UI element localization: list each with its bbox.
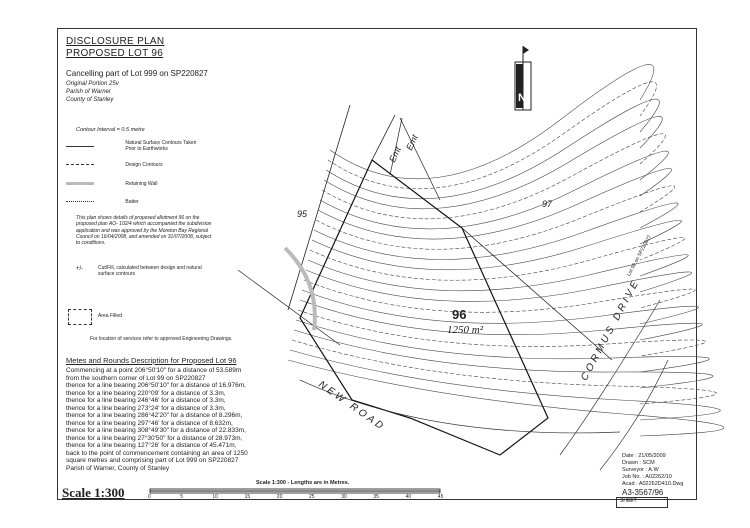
legend-retaining-wall: Retaining Wall <box>66 181 157 187</box>
acad-label: Acad : A02262D410.Dwg <box>622 481 684 487</box>
scale-tick-label: 45 <box>437 494 444 500</box>
legend-batter: Batter <box>66 199 139 205</box>
contour-line <box>293 329 714 389</box>
metes-line: thence for a line bearing 27°30'50" for … <box>66 434 243 442</box>
scale-tick-label: 30 <box>341 494 347 500</box>
retaining-wall <box>283 246 317 331</box>
contour-line <box>307 254 689 292</box>
metes-line: thence for a line bearing 273°24' for a … <box>66 404 226 412</box>
scale-tick-label: 0 <box>148 494 151 500</box>
contour-line <box>305 269 692 302</box>
contour-line <box>321 133 666 220</box>
north-arrow-icon <box>514 46 532 111</box>
metes-line: thence for a line bearing 246°46' for a … <box>66 397 226 404</box>
metes-line: thence for a line bearing 286°42'20" for… <box>66 412 243 419</box>
approval-note: This plan shows details of proposed allo… <box>76 215 212 246</box>
portion-line: Original Portion 25v <box>66 81 119 87</box>
cut-fill-sample: +/- <box>76 266 84 272</box>
surveyor-label: Surveyor : A.W <box>622 467 659 473</box>
contour-line <box>327 81 657 190</box>
lot-number-label: 96 <box>452 307 467 322</box>
area-filled-label: Area Filled <box>98 313 122 319</box>
plan-title: DISCLOSURE PLAN <box>66 36 165 47</box>
metes-line: from the southern corner of Lot 99 on SP… <box>66 374 206 382</box>
metes-line: thence for a line bearing 206°50'10" for… <box>66 382 246 389</box>
lot-area-label: 1250 m² <box>447 324 483 336</box>
metes-line: thence for a line bearing 308°49'30" for… <box>66 427 246 434</box>
metes-line: Parish of Warner, County of Stanley <box>66 464 170 472</box>
plan-subtitle: PROPOSED LOT 96 <box>66 48 164 59</box>
scale-bar-title: Scale 1:300 - Lengths are in Metres. <box>256 480 350 486</box>
metes-line: thence for a line bearing 127°26' for a … <box>66 442 237 449</box>
parish-line: Parish of Warner <box>66 89 111 95</box>
scale-label: Scale 1:300 <box>62 485 125 500</box>
scale-tick-label: 20 <box>276 494 283 500</box>
contour-line <box>309 237 686 281</box>
job-label: Job No. : A02262/10 <box>622 474 672 480</box>
metes-line: back to the point of commencement contai… <box>66 449 248 457</box>
metes-line: square metres and comprising part of Lot… <box>66 457 239 464</box>
metes-line: thence for a line bearing 297°46' for a … <box>66 419 233 427</box>
contour-line <box>303 279 696 313</box>
contour-line <box>287 359 725 437</box>
contour-line <box>297 309 707 357</box>
scale-tick-label: 10 <box>212 494 218 500</box>
area-filled-swatch <box>68 309 92 325</box>
north-label: N <box>518 92 526 104</box>
lot-95-label: 95 <box>297 209 308 219</box>
easement-line <box>287 104 351 311</box>
contour-line <box>301 289 699 325</box>
contour-line <box>295 319 710 373</box>
drawn-label: Drawn : SCM <box>622 460 655 466</box>
scale-tick-label: 40 <box>405 494 412 500</box>
scale-bar-graphic <box>149 488 441 494</box>
metes-line: thence for a line bearing 220°09' for a … <box>66 389 226 397</box>
legend-design-contours: Design Contours <box>66 162 163 168</box>
contour-line <box>317 168 672 240</box>
lot-96-boundary <box>299 159 549 456</box>
cut-fill-note: Cut/Fill, calculated between design and … <box>98 265 202 278</box>
scale-tick-label: 15 <box>244 494 251 500</box>
contour-line <box>313 202 679 260</box>
contour-line <box>325 98 660 200</box>
contour-line <box>315 185 676 250</box>
contour-interval: Contour Interval = 0.5 metre <box>76 127 145 133</box>
sheet-label: SHEET <box>620 498 637 504</box>
contour-line <box>323 116 663 209</box>
contour-line <box>329 64 655 180</box>
scale-tick-label: 25 <box>309 494 315 500</box>
date-label: Date : 21/05/2009 <box>622 453 666 459</box>
metes-heading: Metes and Rounds Description for Propose… <box>66 356 237 365</box>
metes-line: Commencing at a point 206°50'10" for a d… <box>66 367 242 374</box>
drawing-sheet-border <box>57 28 697 500</box>
sheet-number: A3-3567/96 <box>622 488 664 497</box>
contour-line <box>289 349 721 421</box>
scale-tick-label: 5 <box>180 494 183 500</box>
cancel-line: Cancelling part of Lot 999 on SP220827 <box>66 69 208 78</box>
contour-line <box>311 219 682 271</box>
services-note: For location of services refer to approv… <box>90 336 233 342</box>
scale-tick-label: 35 <box>373 494 379 500</box>
lot-97-label: 97 <box>542 199 553 209</box>
sheet-box <box>616 497 668 508</box>
legend-natural-surface: Natural Surface Contours Taken Prior to … <box>66 140 205 152</box>
contour-line <box>319 150 669 230</box>
county-line: County of Stanley <box>66 97 114 103</box>
contour-line <box>299 299 703 341</box>
